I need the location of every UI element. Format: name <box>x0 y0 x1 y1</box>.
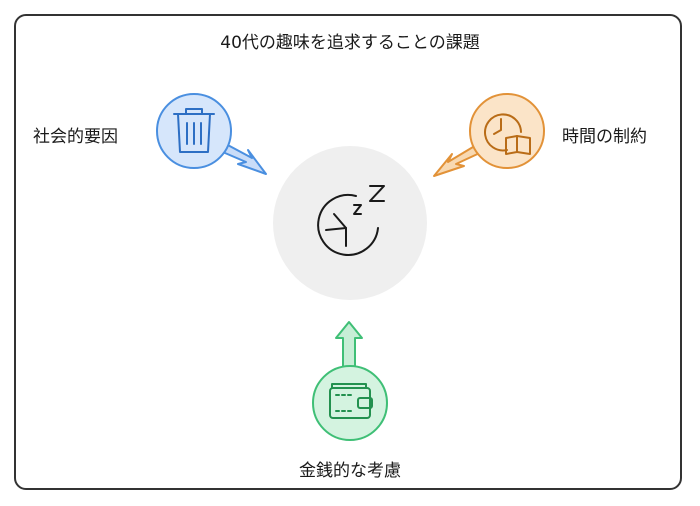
factor-social <box>156 93 267 175</box>
clock-sleep-icon <box>317 185 385 256</box>
center-node <box>273 146 427 300</box>
factor-money <box>312 321 388 441</box>
clock-book-icon <box>484 113 531 155</box>
factor-time-label: 時間の制約 <box>562 127 647 147</box>
factor-money-label: 金銭的な考慮 <box>299 461 401 481</box>
arrow-money <box>335 321 363 373</box>
factor-time <box>433 93 545 177</box>
diagram-frame <box>14 14 682 490</box>
wallet-icon <box>329 383 373 419</box>
trash-can-icon <box>173 108 215 153</box>
factor-social-label: 社会的要因 <box>33 127 118 147</box>
diagram-title: 40代の趣味を追求することの課題 <box>220 33 480 53</box>
